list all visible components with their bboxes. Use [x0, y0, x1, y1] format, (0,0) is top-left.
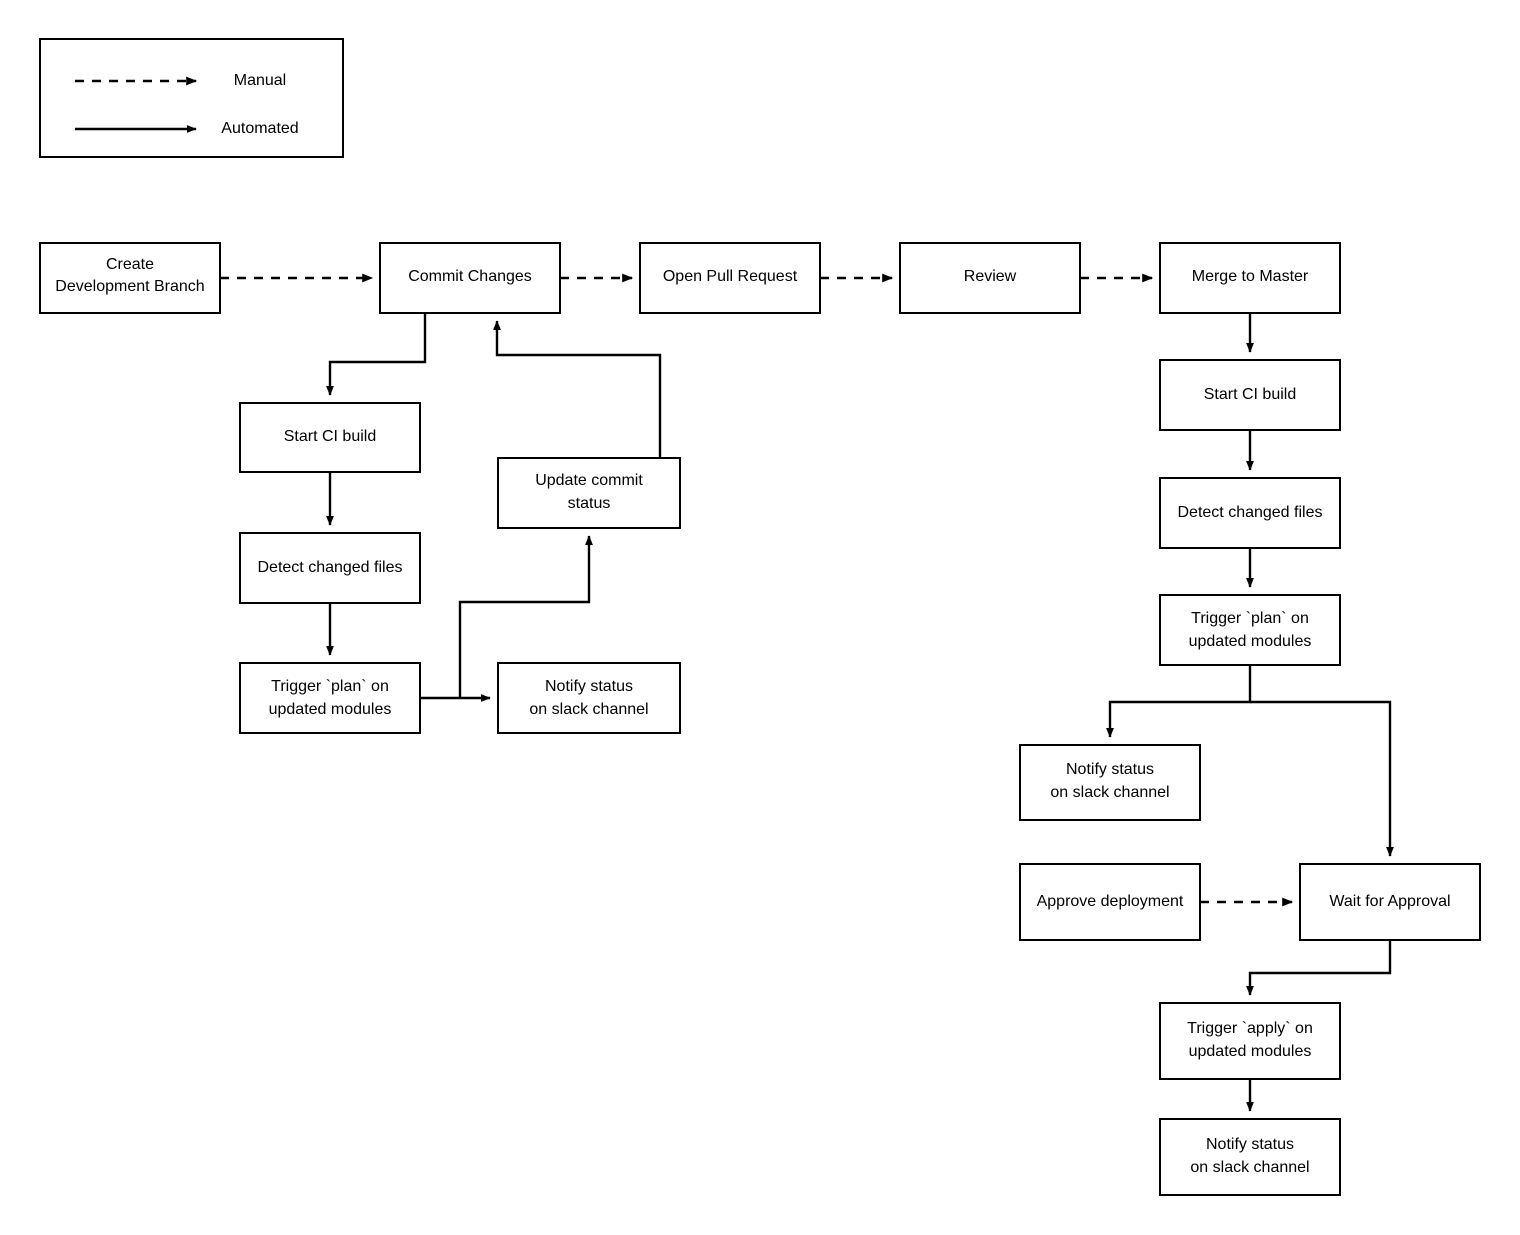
- node-trigger-plan-left-line2: updated modules: [269, 701, 392, 718]
- node-trigger-apply[interactable]: Trigger `apply` on updated modules: [1159, 1002, 1341, 1080]
- legend-box: Manual Automated: [39, 38, 344, 158]
- node-notify-slack-right-plan[interactable]: Notify status on slack channel: [1019, 744, 1201, 821]
- node-trigger-plan-left-box[interactable]: [239, 662, 421, 734]
- node-review[interactable]: Review: [899, 242, 1081, 314]
- node-update-commit-status[interactable]: Update commit status: [497, 457, 681, 529]
- legend-automated-label: Automated: [221, 120, 298, 137]
- node-approve-deployment-line1: Approve deployment: [1037, 893, 1184, 910]
- edge-trigger-plan-right-to-wait-for-approval: [1250, 700, 1394, 857]
- node-notify-slack-left-line1: Notify status: [545, 678, 633, 695]
- node-notify-slack-left[interactable]: Notify status on slack channel: [497, 662, 681, 734]
- node-notify-slack-right-apply-line1: Notify status: [1206, 1136, 1294, 1153]
- node-review-line1: Review: [964, 268, 1017, 285]
- node-trigger-plan-right-line2: updated modules: [1189, 633, 1312, 650]
- node-open-pull-request-line1: Open Pull Request: [663, 268, 798, 285]
- node-notify-slack-right-plan-line2: on slack channel: [1050, 784, 1169, 801]
- node-detect-changed-files-left-line1: Detect changed files: [258, 559, 403, 576]
- node-open-pull-request[interactable]: Open Pull Request: [639, 242, 821, 314]
- node-trigger-apply-line2: updated modules: [1189, 1043, 1312, 1060]
- node-review-box[interactable]: [899, 242, 1081, 314]
- node-update-commit-status-line1: Update commit: [535, 472, 643, 489]
- node-notify-slack-right-apply-box[interactable]: [1159, 1118, 1341, 1196]
- node-start-ci-build-left[interactable]: Start CI build: [239, 402, 421, 473]
- edge-trigger-plan-right-to-notify-slack-right-plan: [1106, 665, 1252, 738]
- node-trigger-plan-right[interactable]: Trigger `plan` on updated modules: [1159, 594, 1341, 666]
- node-detect-changed-files-right-box[interactable]: [1159, 477, 1341, 549]
- node-trigger-apply-line1: Trigger `apply` on: [1187, 1020, 1313, 1037]
- node-approve-deployment[interactable]: Approve deployment: [1019, 863, 1201, 941]
- node-trigger-plan-left-line1: Trigger `plan` on: [271, 678, 389, 695]
- node-detect-changed-files-right[interactable]: Detect changed files: [1159, 477, 1341, 549]
- node-wait-for-approval-box[interactable]: [1299, 863, 1481, 941]
- node-update-commit-status-box[interactable]: [497, 457, 681, 529]
- node-notify-slack-right-apply-line2: on slack channel: [1190, 1159, 1309, 1176]
- node-trigger-plan-right-box[interactable]: [1159, 594, 1341, 666]
- edge-update-commit-status-to-commit-changes: [493, 320, 662, 458]
- node-approve-deployment-box[interactable]: [1019, 863, 1201, 941]
- legend-manual-label: Manual: [234, 72, 286, 89]
- node-create-development-branch[interactable]: Create Development Branch: [39, 242, 221, 314]
- node-update-commit-status-line2: status: [568, 495, 611, 512]
- node-detect-changed-files-left-box[interactable]: [239, 532, 421, 604]
- node-commit-changes[interactable]: Commit Changes: [379, 242, 561, 314]
- node-trigger-apply-box[interactable]: [1159, 1002, 1341, 1080]
- node-notify-slack-right-plan-box[interactable]: [1019, 744, 1201, 821]
- node-commit-changes-box[interactable]: [379, 242, 561, 314]
- node-trigger-plan-left[interactable]: Trigger `plan` on updated modules: [239, 662, 421, 734]
- edge-trigger-plan-left-to-update-commit-status: [458, 535, 593, 698]
- node-start-ci-build-left-box[interactable]: [239, 402, 421, 473]
- node-detect-changed-files-right-line1: Detect changed files: [1178, 504, 1323, 521]
- node-start-ci-build-right[interactable]: Start CI build: [1159, 359, 1341, 431]
- node-merge-to-master[interactable]: Merge to Master: [1159, 242, 1341, 314]
- node-commit-changes-line1: Commit Changes: [408, 268, 532, 285]
- node-create-development-branch-line1: Create: [106, 256, 154, 273]
- edge-wait-for-approval-to-trigger-apply: [1246, 940, 1392, 996]
- node-notify-slack-left-line2: on slack channel: [529, 701, 648, 718]
- node-start-ci-build-right-line1: Start CI build: [1204, 386, 1296, 403]
- node-start-ci-build-right-box[interactable]: [1159, 359, 1341, 431]
- node-detect-changed-files-left[interactable]: Detect changed files: [239, 532, 421, 604]
- node-merge-to-master-line1: Merge to Master: [1192, 268, 1309, 285]
- node-wait-for-approval[interactable]: Wait for Approval: [1299, 863, 1481, 941]
- edge-commit-to-start-ci-build-left: [326, 313, 427, 396]
- node-create-development-branch-line2: Development Branch: [55, 278, 204, 295]
- node-wait-for-approval-line1: Wait for Approval: [1329, 893, 1450, 910]
- node-start-ci-build-left-line1: Start CI build: [284, 428, 376, 445]
- node-create-development-branch-box[interactable]: [39, 242, 221, 314]
- node-notify-slack-right-plan-line1: Notify status: [1066, 761, 1154, 778]
- node-notify-slack-left-box[interactable]: [497, 662, 681, 734]
- node-trigger-plan-right-line1: Trigger `plan` on: [1191, 610, 1309, 627]
- legend-border: [39, 38, 344, 158]
- node-notify-slack-right-apply[interactable]: Notify status on slack channel: [1159, 1118, 1341, 1196]
